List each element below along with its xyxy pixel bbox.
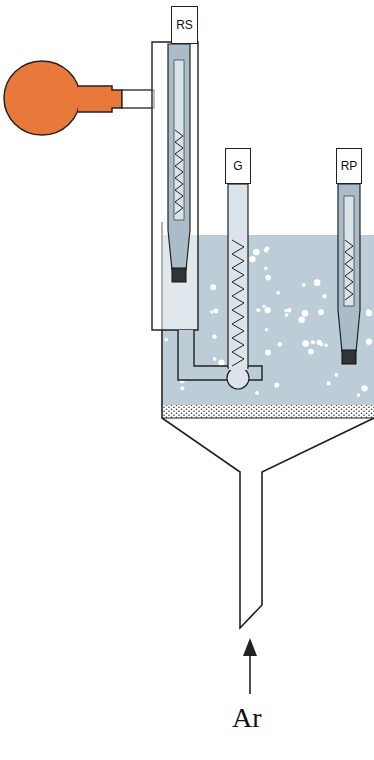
electrode-label: RS <box>176 19 193 31</box>
electrode-label: G <box>233 160 242 172</box>
glass-frit <box>163 405 374 418</box>
reference-electrode <box>168 44 190 270</box>
electrode-cap: RP <box>336 148 362 184</box>
electrode-cap: G <box>225 148 251 184</box>
rubber-bulb <box>4 61 80 135</box>
working-electrode <box>228 184 248 368</box>
salt-bridge <box>152 42 198 330</box>
electrode-label: RP <box>341 160 358 172</box>
electrode-cap: RS <box>171 6 198 44</box>
gas-label: Ar <box>232 702 262 734</box>
second-reference-electrode <box>338 184 360 352</box>
gas-inlet-arrow <box>249 652 251 694</box>
